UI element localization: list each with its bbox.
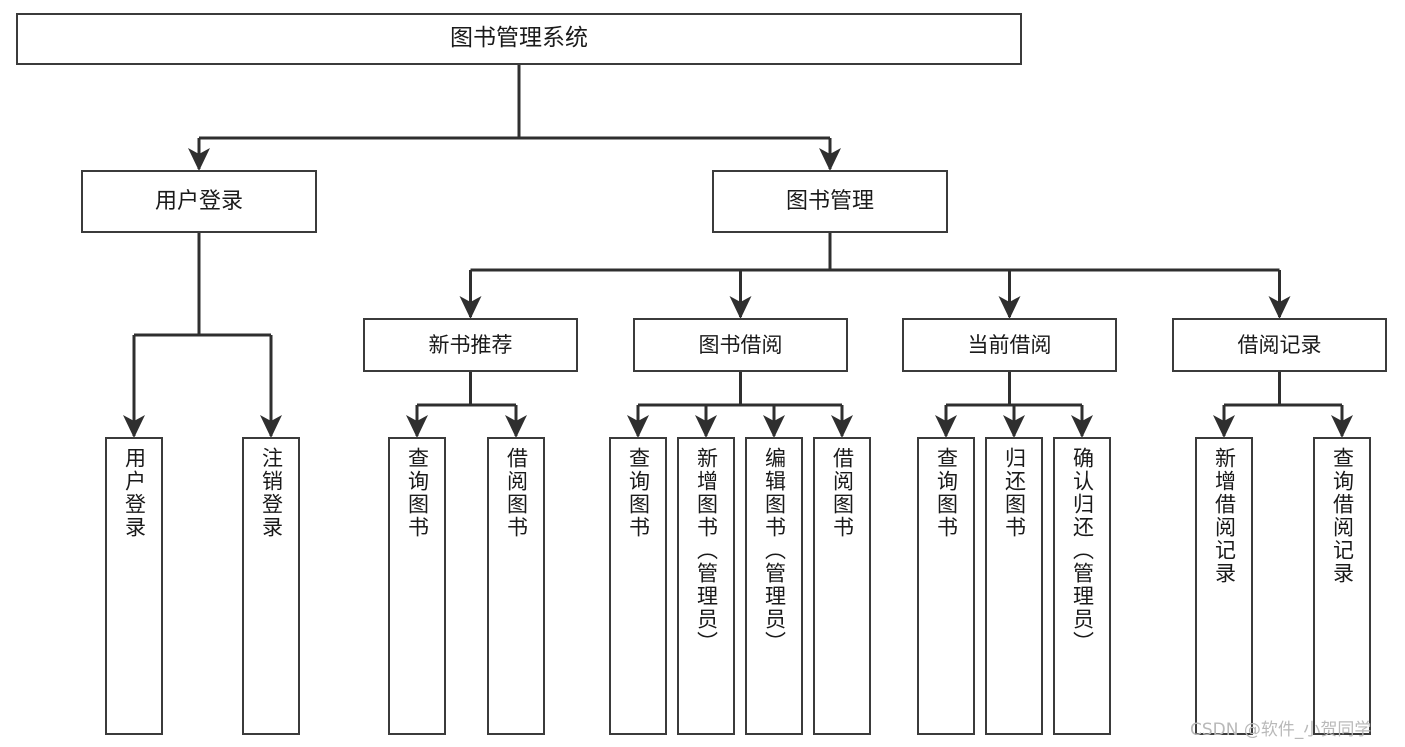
node-borrow-record[interactable]: 借阅记录 [1172,318,1387,372]
node-label: 新增图书（管理员） [694,447,719,654]
node-label: 借阅图书 [830,447,855,539]
node-label: 用户登录 [154,188,243,214]
node-label: 图书管理系统 [450,25,588,52]
node-label: 借阅记录 [1237,332,1322,357]
node-leaf-edit-book-admin[interactable]: 编辑图书（管理员） [745,437,803,735]
node-leaf-borrow-book-1[interactable]: 借阅图书 [487,437,545,735]
node-label: 新书推荐 [428,332,513,357]
node-label: 用户登录 [122,447,147,539]
csdn-watermark: CSDN @软件_小贺同学 [1190,720,1372,740]
node-leaf-query-book-1[interactable]: 查询图书 [388,437,446,735]
node-label: 查询图书 [405,447,430,539]
node-book-manage[interactable]: 图书管理 [712,170,948,233]
node-root[interactable]: 图书管理系统 [16,13,1022,65]
node-leaf-add-borrow-record[interactable]: 新增借阅记录 [1195,437,1253,735]
node-label: 查询借阅记录 [1330,447,1355,585]
node-label: 确认归还（管理员） [1070,447,1095,654]
node-leaf-confirm-return-admin[interactable]: 确认归还（管理员） [1053,437,1111,735]
node-new-book-recommend[interactable]: 新书推荐 [363,318,578,372]
node-label: 图书管理 [785,188,874,214]
node-leaf-add-book-admin[interactable]: 新增图书（管理员） [677,437,735,735]
node-label: 编辑图书（管理员） [762,447,787,654]
node-label: 查询图书 [626,447,651,539]
node-leaf-logout[interactable]: 注销登录 [242,437,300,735]
node-label: 新增借阅记录 [1212,447,1237,585]
node-label: 图书借阅 [698,332,783,357]
node-label: 注销登录 [259,447,284,539]
node-label: 归还图书 [1002,447,1027,539]
node-label: 借阅图书 [504,447,529,539]
node-leaf-borrow-book-2[interactable]: 借阅图书 [813,437,871,735]
node-leaf-query-book-3[interactable]: 查询图书 [917,437,975,735]
node-leaf-query-borrow-record[interactable]: 查询借阅记录 [1313,437,1371,735]
node-book-borrow[interactable]: 图书借阅 [633,318,848,372]
node-leaf-user-login[interactable]: 用户登录 [105,437,163,735]
node-label: 当前借阅 [967,332,1052,357]
node-user-login[interactable]: 用户登录 [81,170,317,233]
node-leaf-return-book[interactable]: 归还图书 [985,437,1043,735]
node-label: 查询图书 [934,447,959,539]
node-leaf-query-book-2[interactable]: 查询图书 [609,437,667,735]
node-current-borrow[interactable]: 当前借阅 [902,318,1117,372]
